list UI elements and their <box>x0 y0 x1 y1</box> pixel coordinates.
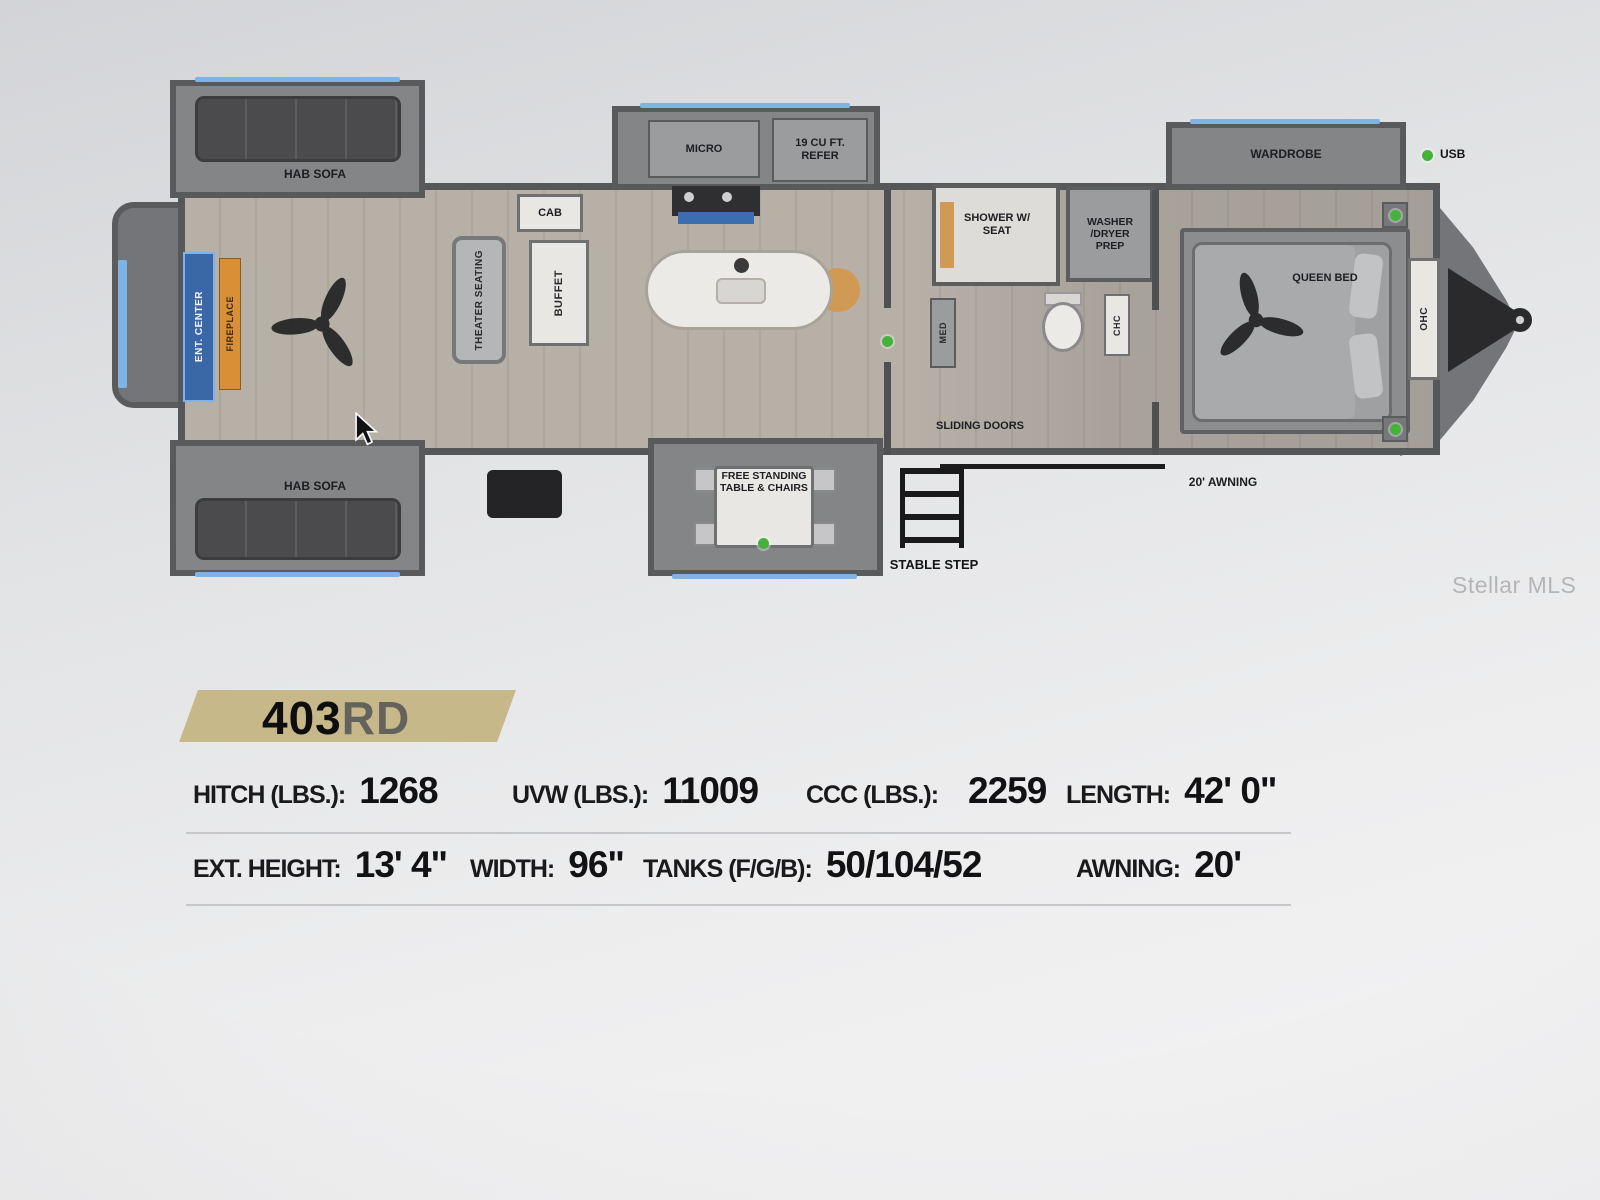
wall-segment <box>1152 190 1159 310</box>
led-dot <box>1390 424 1401 435</box>
ceiling-fan-bedroom <box>1220 272 1304 356</box>
ent-center-label: ENT. CENTER <box>193 291 205 363</box>
wall-segment <box>884 190 891 308</box>
rear-window <box>118 260 127 388</box>
spec-ccc-value: 2259 <box>968 770 1047 811</box>
spec-ccc-label: CCC (LBS.): <box>806 781 939 809</box>
med-label: MED <box>938 322 948 344</box>
led-dot <box>882 336 893 347</box>
mouse-cursor <box>355 412 379 446</box>
model-suffix: RD <box>341 692 411 744</box>
spec-divider <box>186 832 1291 834</box>
awning-label: 20' AWNING <box>1188 475 1258 489</box>
spec-ccc: CCC (LBS.): 2259 <box>806 770 1047 812</box>
wardrobe-label: WARDROBE <box>1250 147 1322 161</box>
ceiling-fan-living <box>271 277 353 367</box>
theater-seating: THEATER SEATING <box>452 236 506 364</box>
hab-sofa-top-label: HAB SOFA <box>283 167 346 181</box>
spec-tanks-value: 50/104/52 <box>825 844 983 885</box>
wall-segment <box>884 362 891 455</box>
ohc-label: OHC <box>1418 307 1430 331</box>
watermark: Stellar MLS <box>1452 572 1577 598</box>
micro-label: MICRO <box>685 142 723 155</box>
slide-window-strip <box>672 574 857 579</box>
spec-awning-label: AWNING: <box>1076 855 1181 883</box>
dinette-chair <box>812 522 836 546</box>
spec-ext-height: EXT. HEIGHT: 13' 4" <box>193 844 448 886</box>
led-dot <box>1390 210 1401 221</box>
spec-width-label: WIDTH: <box>470 855 555 883</box>
dinette-chair <box>812 468 836 492</box>
spec-ext-height-value: 13' 4" <box>354 844 448 885</box>
spec-awning-value: 20' <box>1194 844 1242 885</box>
spec-uvw-value: 11009 <box>662 770 759 811</box>
queen-bed-label: QUEEN BED <box>1292 272 1358 284</box>
slide-window-strip <box>195 572 400 577</box>
chc-label: CHC <box>1112 314 1122 336</box>
slide-window-strip <box>1190 119 1380 124</box>
slideout-wardrobe <box>1166 122 1406 190</box>
model-name: 403RD <box>262 691 410 745</box>
spec-uvw: UVW (LBS.): 11009 <box>512 770 759 812</box>
ohc-cabinet: OHC <box>1408 258 1440 380</box>
spec-width-value: 96" <box>568 844 625 885</box>
spec-hitch-value: 1268 <box>359 770 438 811</box>
cab-label: CAB <box>538 206 562 219</box>
spec-tanks-label: TANKS (F/G/B): <box>643 855 813 883</box>
spec-divider <box>186 904 1291 906</box>
chc-cabinet: CHC <box>1104 294 1130 356</box>
med-cabinet: MED <box>930 298 956 368</box>
washer-dryer-label: WASHER /DRYER PREP <box>1086 215 1134 253</box>
toilet <box>1042 302 1084 352</box>
led-dot <box>758 538 769 549</box>
spec-ext-height-label: EXT. HEIGHT: <box>193 855 342 883</box>
cab: CAB <box>517 194 583 232</box>
theater-seating-label: THEATER SEATING <box>473 249 485 351</box>
washer-dryer-prep: WASHER /DRYER PREP <box>1066 186 1154 282</box>
awning-bar <box>940 464 1165 469</box>
fireplace-label: FIREPLACE <box>225 296 235 352</box>
hab-sofa-bottom-label: HAB SOFA <box>283 479 346 493</box>
burner <box>722 192 732 202</box>
usb-label: USB <box>1440 147 1466 161</box>
fireplace: FIREPLACE <box>219 258 241 390</box>
hitch-ball <box>1508 308 1532 332</box>
usb-led-dot <box>1422 150 1433 161</box>
refrigerator: 19 CU FT. REFER <box>772 118 868 182</box>
wall-segment <box>1152 402 1159 455</box>
burner <box>684 192 694 202</box>
shower-label: SHOWER W/ SEAT <box>964 212 1030 237</box>
hab-sofa-top <box>195 96 401 162</box>
spec-awning: AWNING: 20' <box>1076 844 1242 886</box>
spec-length: LENGTH: 42' 0" <box>1066 770 1277 812</box>
slide-window-strip <box>640 103 850 108</box>
spec-tanks: TANKS (F/G/B): 50/104/52 <box>643 844 983 886</box>
stable-step-label: STABLE STEP <box>889 557 979 572</box>
model-number: 403 <box>262 692 342 744</box>
hab-sofa-bottom <box>195 498 401 560</box>
spec-length-label: LENGTH: <box>1066 781 1171 809</box>
stable-step <box>900 468 964 548</box>
entertainment-center: ENT. CENTER <box>183 252 215 402</box>
buffet-label: BUFFET <box>553 269 565 317</box>
spec-width: WIDTH: 96" <box>470 844 625 886</box>
microwave: MICRO <box>648 120 760 178</box>
spec-length-value: 42' 0" <box>1184 770 1277 811</box>
entry-step <box>487 470 562 518</box>
slide-window-strip <box>195 77 400 82</box>
island-sink <box>716 278 766 304</box>
buffet: BUFFET <box>529 240 589 346</box>
dinette-label: FREE STANDING TABLE & CHAIRS <box>720 470 808 495</box>
sink-faucet <box>734 258 749 273</box>
sliding-doors-label: SLIDING DOORS <box>935 420 1024 432</box>
spec-uvw-label: UVW (LBS.): <box>512 781 649 809</box>
spec-hitch: HITCH (LBS.): 1268 <box>193 770 439 812</box>
oven-front <box>678 212 754 224</box>
refer-label: 19 CU FT. REFER <box>795 137 845 162</box>
spec-hitch-label: HITCH (LBS.): <box>193 781 346 809</box>
shower-seat <box>940 202 954 268</box>
